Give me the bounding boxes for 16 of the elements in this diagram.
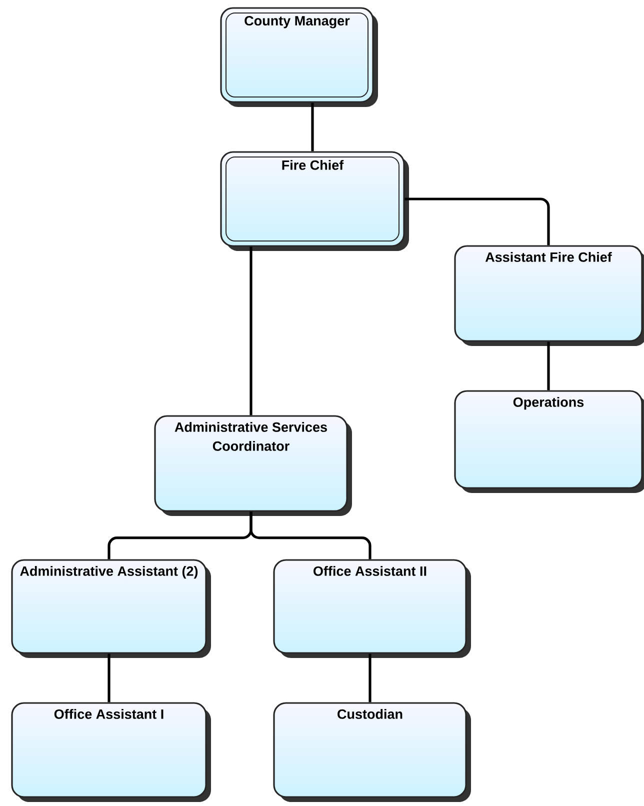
connector-line xyxy=(368,654,372,702)
org-box: Operations xyxy=(454,390,644,493)
connector-line xyxy=(311,102,314,152)
connector-line xyxy=(108,654,110,702)
org-box: Custodian xyxy=(273,702,471,802)
org-box: Office Assistant II xyxy=(273,559,471,658)
connector-line xyxy=(250,246,252,416)
connector-line xyxy=(404,198,550,246)
org-box: Assistant Fire Chief xyxy=(454,245,644,346)
connector-line xyxy=(547,342,550,390)
org-box: Administrative Services Coordinator xyxy=(154,415,352,516)
org-box: Fire Chief xyxy=(220,151,409,251)
org-box: County Manager xyxy=(220,7,378,107)
org-box: Office Assistant I xyxy=(11,702,211,802)
connector-line xyxy=(250,512,372,560)
org-box: Administrative Assistant (2) xyxy=(11,559,211,658)
